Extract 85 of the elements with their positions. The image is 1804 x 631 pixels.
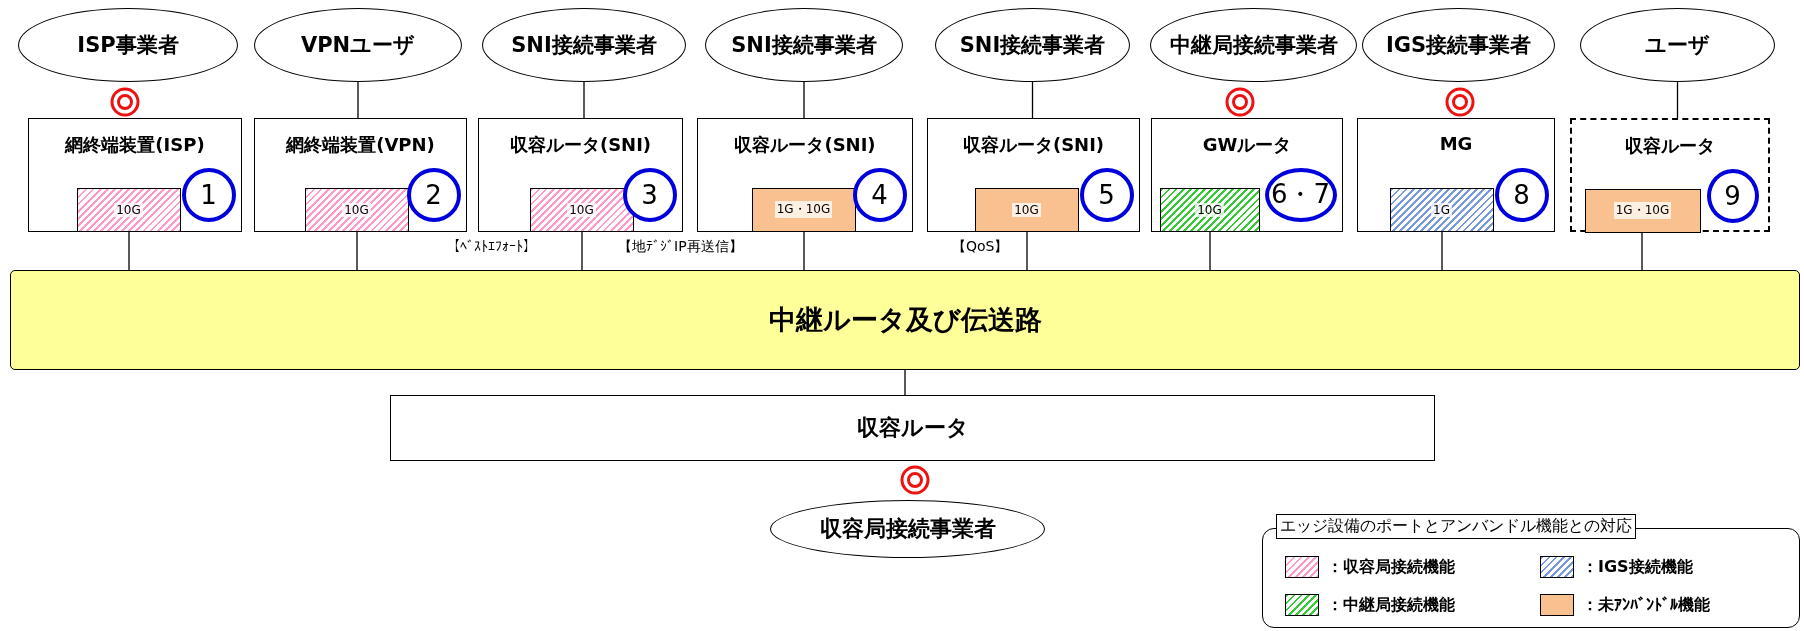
equipment-box [927,118,1140,232]
port-box [974,187,1079,232]
double-circle-icon [1225,87,1255,117]
node-text: 収容ルータ [1625,134,1715,158]
legend-text: ：中継局接続機能 [1327,595,1455,616]
port-box [751,187,856,232]
node-text: 収容局接続事業者 [819,515,996,543]
node-text: 10G [342,202,371,217]
dashed-equipment-box [1570,118,1770,232]
band-box [10,270,1800,370]
legend-title: エッジ設備のポートとアンバンドル機能との対応 [1276,514,1636,539]
connector-line [1641,231,1643,271]
equipment-box [28,118,242,232]
node-text: 収容ルータ(SNI) [962,133,1105,157]
port-box [1389,187,1494,232]
legend-text: ：IGS接続機能 [1582,557,1693,578]
number-text: 6・7 [1270,178,1331,211]
node-text: 網終端装置(ISP) [65,133,205,157]
node-text: 収容ルータ(SNI) [734,133,876,157]
double-circle-icon [110,87,140,117]
node-text: 10G [567,202,596,217]
port-box [1159,187,1260,232]
note-label: 【地ﾃﾞｼﾞIP再送信】 [618,238,743,256]
connector-line [1441,231,1443,271]
equipment-box [254,118,467,232]
number-text: 5 [1098,179,1115,210]
legend-text: ：収容局接続機能 [1327,557,1455,578]
node-text: SNI接続事業者 [959,32,1106,59]
node-text: ユーザ [1645,32,1710,59]
equipment-box [1151,118,1343,232]
connector-line [1026,231,1028,271]
connector-line [581,231,583,271]
connector-line [1209,231,1211,271]
node-text: 1G・10G [774,201,833,218]
node-text: 中継ルータ及び伝送路 [768,303,1042,337]
number-text: 2 [425,179,442,210]
note-label: 【ﾍﾞｽﾄｴﾌｫｰﾄ】 [446,238,537,254]
connector-line [357,81,359,119]
node-text: VPNユーザ [300,32,416,59]
node-text: MG [1439,133,1473,154]
circled-number [622,167,677,222]
equipment-box [697,118,913,232]
double-circle-icon [900,465,930,495]
node-text: 中継局接続事業者 [1169,32,1338,59]
node-text: IGS接続事業者 [1385,32,1532,59]
node-text: GWルータ [1202,133,1292,157]
circled-number [406,167,461,222]
circled-number [1079,167,1134,222]
note-label: 【QoS】 [952,238,1009,256]
port-box [304,187,409,232]
number-text: 4 [871,179,888,210]
connector-line [128,231,130,271]
connector-line [1676,81,1679,119]
connector-line [803,231,805,271]
node-text: 10G [114,202,143,217]
number-text: 8 [1513,179,1530,210]
equipment-box [478,118,683,232]
connector-line [803,81,805,119]
node-text: SNI接続事業者 [731,32,877,59]
node-text: 1G・10G [1613,202,1672,219]
connector-line [356,231,358,271]
circled-number [1494,167,1549,222]
node-text: 網終端装置(VPN) [286,133,435,157]
number-text: 9 [1724,180,1741,211]
number-text: 1 [200,179,217,210]
double-circle-icon [1445,87,1475,117]
connector-line [1031,81,1034,119]
circled-number [852,167,907,222]
number-text: 3 [641,179,658,210]
connector-line [583,81,585,119]
circled-number [181,167,236,222]
node-text: 収容ルータ(SNI) [509,133,652,157]
node-text: 10G [1012,202,1041,217]
node-text: ISP事業者 [77,32,179,59]
node-text: SNI接続事業者 [511,32,657,59]
node-text: 収容ルータ [856,414,969,442]
port-box [1584,188,1701,233]
port-box [529,187,634,232]
port-box [76,187,181,232]
legend-text: ：未ｱﾝﾊﾞﾝﾄﾞﾙ機能 [1582,595,1710,616]
node-text: 1G [1431,202,1452,217]
connector-line [904,369,906,396]
router-box [390,395,1435,461]
equipment-box [1357,118,1555,232]
node-text: 10G [1195,202,1224,217]
